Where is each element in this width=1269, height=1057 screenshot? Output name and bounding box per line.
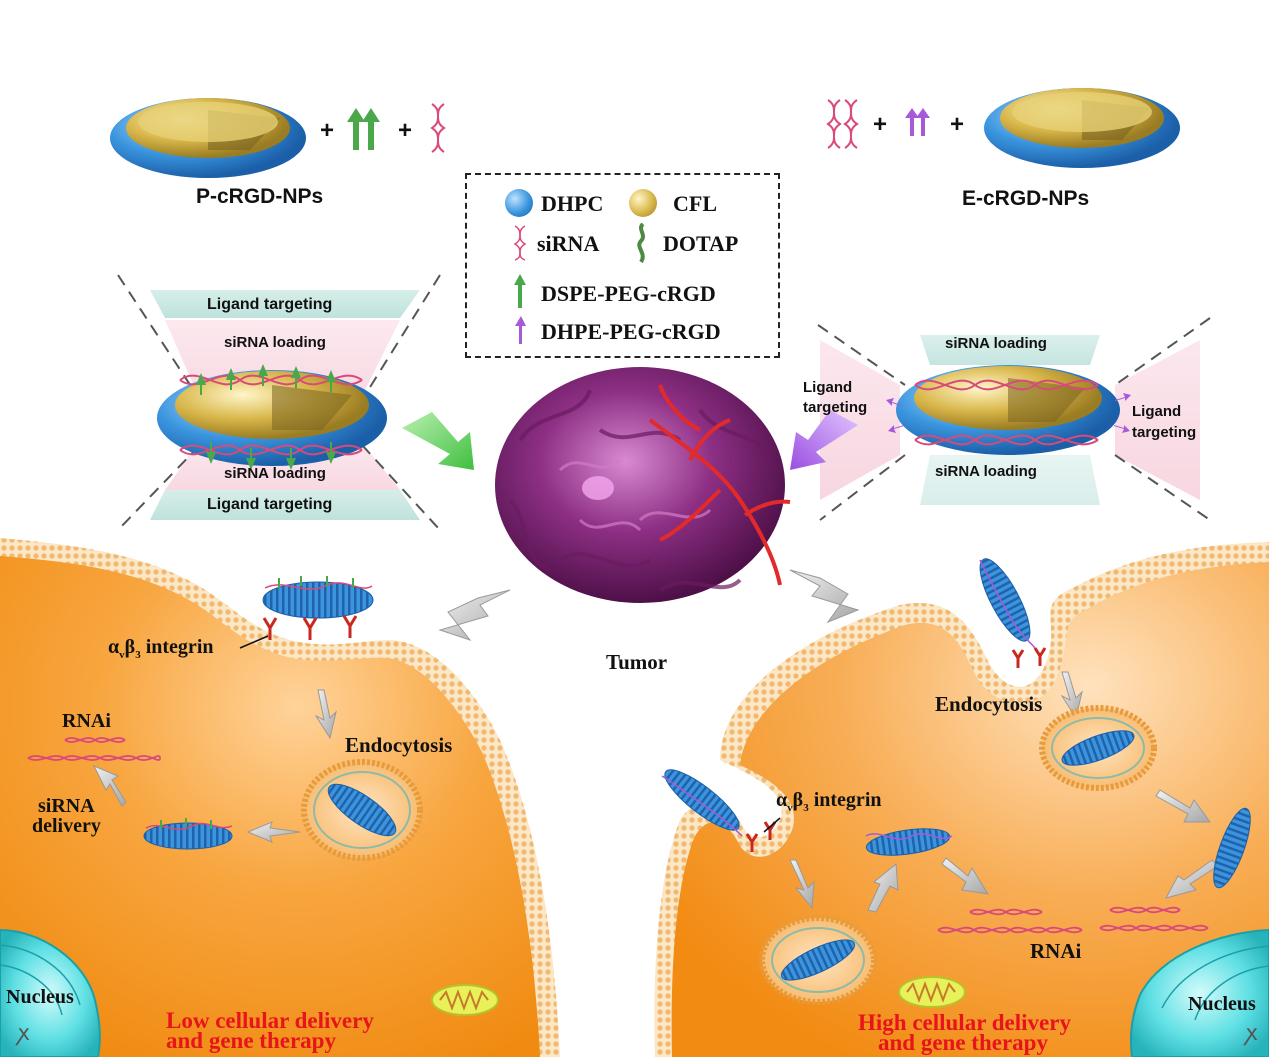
p-crgd-nps-label: P-cRGD-NPs — [196, 185, 324, 208]
mitochondrion-left — [431, 984, 499, 1016]
integrin-alpha-sub: v — [119, 649, 125, 661]
nucleus-label-left: Nucleus — [6, 986, 74, 1008]
right-free-nanoparticle — [865, 828, 953, 856]
integrin-beta-sub: 3 — [135, 649, 141, 661]
high-delivery-label-2: and gene therapy — [878, 1030, 1048, 1055]
mitochondrion-right — [898, 976, 966, 1008]
right-membrane-nanoparticle — [661, 769, 743, 837]
right-bottom-sirna-label: siRNA loading — [935, 463, 1037, 480]
legend-dotap: DOTAP — [663, 231, 739, 256]
left-endosome — [301, 759, 423, 861]
rnai-label-right: RNAi — [1030, 939, 1082, 963]
integrin-alpha: α — [776, 789, 788, 811]
left-top-ligand-label: Ligand targeting — [207, 296, 333, 313]
integrin-pointer — [239, 635, 269, 649]
dhpe-peg-crgd-icon — [905, 108, 930, 136]
integrin-alpha-sub: v — [787, 802, 793, 814]
legend-dhpc: DHPC — [541, 191, 604, 216]
legend-box: DHPC CFL siRNA DOTAP DSPE-PEG-cRGD DHPE-… — [465, 173, 780, 358]
left-nucleus: ꭗ — [0, 928, 101, 1057]
purple-arrow — [790, 410, 858, 470]
integrin-receptors-right-bottom — [745, 821, 777, 852]
left-top-sirna-label: siRNA loading — [224, 334, 326, 351]
high-delivery-label-1: High cellular delivery — [858, 1010, 1071, 1035]
left-bottom-ligand-label: Ligand targeting — [207, 496, 333, 513]
right-left-ligand-label-1: Ligand — [803, 379, 853, 396]
dhpc-swatch-icon — [505, 189, 533, 217]
legend-dspe-peg-crgd: DSPE-PEG-cRGD — [541, 281, 716, 306]
low-delivery-label-1: Low cellular delivery — [166, 1008, 374, 1033]
legend-cfl: CFL — [673, 191, 717, 216]
dotap-swatch-icon — [637, 223, 645, 263]
integrin-word: integrin — [145, 636, 214, 658]
left-cell-body — [0, 556, 540, 1057]
left-released-nanoparticle — [143, 818, 233, 850]
dspe-peg-crgd-swatch-icon — [514, 274, 526, 308]
sirna-swatch-icon — [513, 225, 527, 261]
left-cell — [0, 538, 560, 1057]
integrin-receptors-right-top — [1011, 647, 1047, 668]
right-escaped-nanoparticle — [1213, 807, 1251, 889]
dhpe-peg-crgd-swatch-icon — [515, 316, 526, 344]
right-nucleus: ꭗ — [1129, 928, 1269, 1057]
rnai-strands-right — [937, 906, 1209, 934]
right-endosome-top — [1039, 705, 1157, 791]
right-top-sirna-label: siRNA loading — [945, 335, 1047, 352]
sirna-delivery-label-2: delivery — [32, 815, 101, 837]
sirna-delivery-label-1: siRNA — [38, 795, 95, 817]
plus-sign: + — [950, 111, 964, 138]
sirna-icon — [430, 103, 446, 153]
plus-sign: + — [320, 117, 334, 144]
integrin-beta: β — [792, 789, 804, 811]
integrin-beta: β — [124, 636, 136, 658]
p-crgd-np-disc — [110, 98, 306, 178]
right-endosome-bottom — [759, 915, 877, 1005]
chromosome-icon: ꭗ — [15, 1021, 30, 1046]
integrin-beta-sub: 3 — [803, 802, 809, 814]
integrin-word: integrin — [813, 789, 882, 811]
grey-arrow-right — [789, 569, 860, 624]
cfl-swatch-icon — [629, 189, 657, 217]
integrin-pointer — [763, 817, 781, 833]
left-bottom-sirna-label: siRNA loading — [224, 465, 326, 482]
sirna-icon — [826, 99, 859, 149]
legend-dhpe-peg-crgd: DHPE-PEG-cRGD — [541, 319, 721, 344]
right-right-ligand-label-2: targeting — [1132, 424, 1197, 441]
integrin-label-right: αvβ3 integrin — [776, 789, 882, 814]
right-structure-panel — [817, 317, 1211, 521]
green-arrow — [402, 412, 474, 470]
endocytosis-label-right: Endocytosis — [935, 692, 1043, 716]
plus-sign: + — [398, 117, 412, 144]
integrin-receptors-left — [262, 615, 358, 640]
left-structure-panel — [117, 274, 441, 531]
integrin-alpha: α — [108, 636, 120, 658]
legend-sirna: siRNA — [537, 231, 600, 256]
right-right-ligand-label-1: Ligand — [1132, 403, 1182, 420]
dspe-peg-crgd-icon — [347, 108, 380, 150]
integrin-label-left: αvβ3 integrin — [108, 636, 214, 661]
chromosome-icon: ꭗ — [1243, 1021, 1258, 1046]
rnai-label-left: RNAi — [62, 710, 111, 732]
e-crgd-nps-label: E-cRGD-NPs — [962, 187, 1090, 210]
nucleus-label-right: Nucleus — [1188, 993, 1256, 1015]
right-entering-nanoparticle — [979, 558, 1036, 649]
endocytosis-label-left: Endocytosis — [345, 733, 453, 757]
e-crgd-np-disc — [984, 88, 1180, 168]
right-left-ligand-label-2: targeting — [803, 399, 868, 416]
tumor — [495, 367, 791, 603]
plus-sign: + — [873, 111, 887, 138]
rnai-strands-left — [27, 737, 161, 761]
grey-arrow-left — [438, 589, 511, 642]
low-delivery-label-2: and gene therapy — [166, 1028, 336, 1053]
process-arrows — [92, 671, 1219, 913]
left-bound-nanoparticle — [262, 576, 374, 619]
tumor-label: Tumor — [606, 650, 668, 674]
